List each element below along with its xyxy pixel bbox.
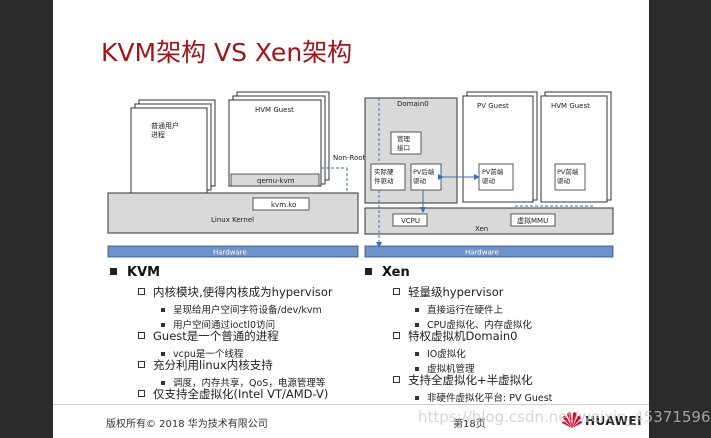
bullet-dot-icon: [161, 380, 165, 385]
linux-kernel-box: [107, 192, 359, 234]
mgmt-interface-label: 管理接口: [397, 134, 411, 152]
bullet-dot-icon: [161, 322, 165, 327]
vmmu-box: [510, 213, 556, 227]
vcpu-box: [392, 213, 428, 227]
kvm-item-2: Guest是一个普通的进程: [138, 328, 279, 344]
xen-item-1-sub-1: 直接运行在硬件上: [415, 302, 503, 316]
vcpu-label: VCPU: [401, 217, 420, 225]
bullet-box-icon: [138, 390, 145, 397]
xen-item-2-sub-2: 虚拟机管理: [415, 361, 475, 375]
footer-page-number: 第18页: [453, 419, 486, 430]
bullet-box-icon: [138, 332, 145, 339]
real-driver-box: [370, 163, 406, 191]
bullet-square-icon: [110, 268, 117, 275]
kvm-hvm-guest-box: HVM Guest qemu-kvm: [228, 91, 330, 187]
bullet-box-icon: [138, 361, 145, 368]
xen-item-1-sub-2: CPU虚拟化、内存虚拟化: [415, 317, 532, 331]
xen-hvm-guest-label: HVM Guest: [551, 102, 590, 110]
footer-divider: [53, 404, 649, 405]
linux-kernel-label: Linux Kernel: [211, 216, 254, 224]
xen-hardware-bar: [364, 245, 614, 258]
bullet-dot-icon: [161, 307, 165, 312]
kvm-user-process-box: 普通用户进程: [130, 99, 216, 195]
kvm-item-3-sub-1: 调度，内存共享，QoS，电源管理等: [161, 375, 325, 389]
architecture-diagram: 普通用户进程 HVM Guest qemu-kvm Non-Root Linux…: [107, 91, 614, 258]
kvm-heading: KVM: [110, 265, 160, 280]
bullet-dot-icon: [415, 366, 419, 371]
xen-hvm-guest-box: HVM Guest PV前端驱动: [540, 91, 612, 203]
kvm-hardware-bar: [107, 245, 359, 258]
footer-copyright: 版权所有© 2018 华为技术有限公司: [106, 419, 268, 430]
pv-guest-label: PV Guest: [477, 102, 509, 110]
huawei-logo: HUAWEI: [561, 410, 643, 432]
domain0-label: Domain0: [397, 100, 429, 108]
xen-label: Xen: [475, 225, 488, 233]
huawei-petal-icon: [562, 412, 582, 428]
bullet-dot-icon: [161, 351, 165, 356]
bullet-square-icon: [365, 268, 372, 275]
xen-heading: Xen: [365, 265, 410, 280]
bullet-dot-icon: [415, 307, 419, 312]
bullet-dot-icon: [415, 322, 419, 327]
pv-frontend-1-label: PV前端驱动: [482, 167, 504, 185]
pv-backend-label: PV后端驱动: [413, 167, 435, 185]
kvm-hardware-label: Hardware: [213, 249, 247, 257]
xen-item-2-sub-1: IO虚拟化: [415, 346, 466, 360]
bullet-box-icon: [393, 288, 400, 295]
kvm-item-1-sub-2: 用户空间通过ioctl0访问: [161, 317, 275, 331]
xen-hypervisor-box: [364, 207, 614, 235]
vmmu-label: 虚拟MMU: [517, 216, 548, 225]
pv-guest-box: PV Guest PV前端驱动: [462, 91, 538, 203]
kvm-item-4: 仅支持全虚拟化(Intel VT/AMD-V): [138, 386, 328, 402]
kvm-item-3: 充分利用linux内核支持: [138, 357, 273, 373]
xen-item-3-sub-1: 非硬件虚拟化平台: PV Guest: [415, 390, 552, 404]
xen-hardware-label: Hardware: [465, 249, 499, 257]
non-root-label: Non-Root: [333, 154, 366, 162]
pv-backend-box: [410, 163, 442, 191]
kvm-user-process-label-1: 普通用户进程: [151, 121, 179, 139]
watermark-url: https://blog.csdn.net/weixin_45371596: [418, 408, 711, 426]
xen-item-2: 特权虚拟机Domain0: [393, 328, 517, 344]
xen-item-3: 支持全虚拟化+半虚拟化: [393, 372, 533, 388]
huawei-logo-text: HUAWEI: [585, 414, 643, 428]
pv-frontend-2-label: PV前端驱动: [557, 167, 579, 185]
slide: KVM架构 VS Xen架构 普通用户进程 HVM Guest qemu-kvm: [53, 0, 649, 438]
kvm-item-1-sub-1: 呈现给用户空间字符设备/dev/kvm: [161, 302, 322, 316]
kvm-ko-label: kvm.ko: [271, 201, 296, 209]
bullet-box-icon: [393, 376, 400, 383]
kvm-item-2-sub-1: vcpu是一个线程: [161, 346, 243, 360]
mgmt-interface-box: [390, 131, 422, 155]
kvm-item-1: 内核模块,使得内核成为hypervisor: [138, 284, 333, 300]
bullet-box-icon: [138, 288, 145, 295]
bullet-dot-icon: [415, 351, 419, 356]
kvm-hvm-guest-label: HVM Guest: [255, 106, 294, 114]
bullet-box-icon: [393, 332, 400, 339]
slide-title: KVM架构 VS Xen架构: [101, 38, 353, 67]
qemu-kvm-label: qemu-kvm: [257, 177, 295, 185]
real-driver-label: 实际硬件驱动: [374, 167, 394, 185]
xen-item-1: 轻量级hypervisor: [393, 284, 503, 300]
kvm-ko-box: [252, 197, 310, 211]
bullet-dot-icon: [415, 395, 419, 400]
